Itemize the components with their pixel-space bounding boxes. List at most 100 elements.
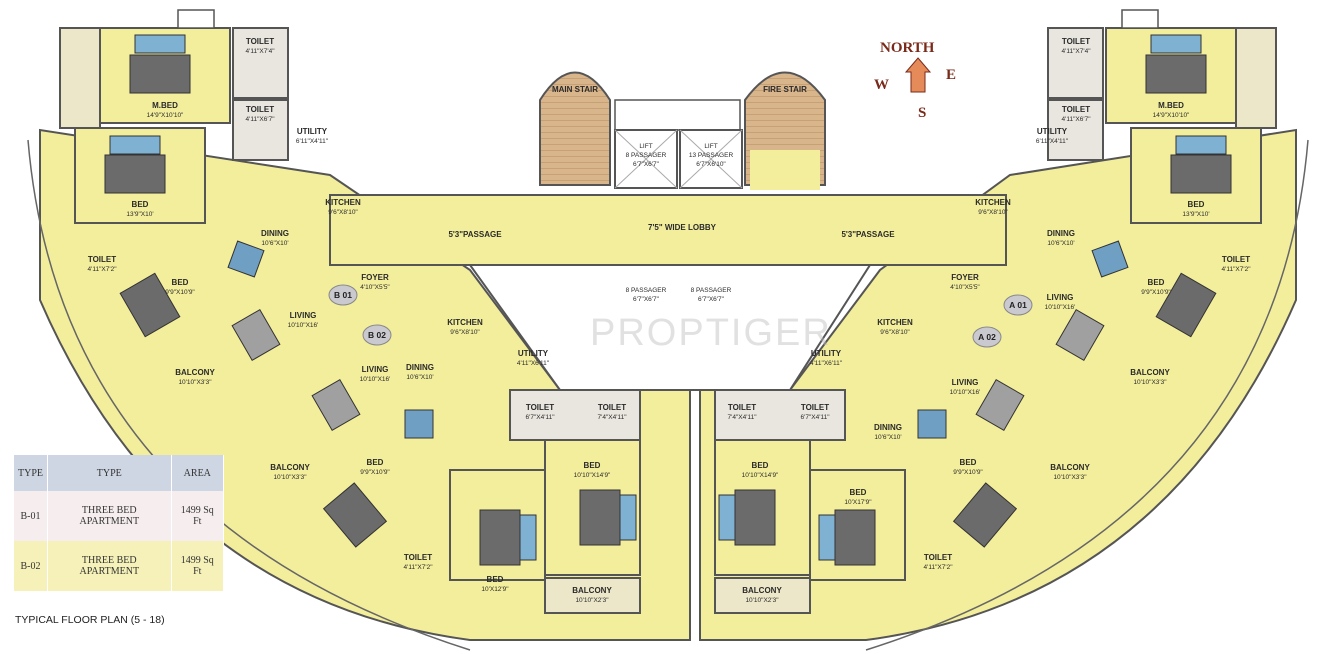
compass-south: S <box>918 105 926 121</box>
room-dim-balcony-a01: 10'10"X3'3" <box>1133 379 1167 386</box>
table-cell-type: THREE BED APARTMENT <box>47 541 172 591</box>
lift1-dim: 6'7"X6'7" <box>633 161 660 168</box>
table-cell-type: THREE BED APARTMENT <box>47 491 172 541</box>
room-name-balcony-a02b: BALCONY <box>742 586 782 595</box>
room-name-living-l: LIVING <box>290 311 317 320</box>
room-name-dining-r: DINING <box>1047 229 1075 238</box>
room-name-utility-a02: UTILITY <box>811 349 842 358</box>
room-dim-toilet-a01: 4'11"X7'2" <box>1221 266 1251 273</box>
lift4-dim: 6'7"X6'7" <box>698 296 725 303</box>
room-name-toilet-r2: TOILET <box>1062 105 1090 114</box>
room-name-foyer-l: FOYER <box>361 273 389 282</box>
unit-b01-label: B 01 <box>334 290 352 300</box>
room-name-toilet-b02c: TOILET <box>404 553 432 562</box>
room-name-utility-b02: UTILITY <box>518 349 549 358</box>
fire-stair-label: FIRE STAIR <box>763 85 807 94</box>
room-name-mbed-right: M.BED <box>1158 101 1184 110</box>
room-name-bed-a02b: BED <box>850 488 867 497</box>
unit-a02-label: A 02 <box>978 332 996 342</box>
room-name-toilet-l2: TOILET <box>246 105 274 114</box>
room-name-dining-a02: DINING <box>874 423 902 432</box>
room-name-balcony-a02: BALCONY <box>1050 463 1090 472</box>
room-name-toilet-a02a: TOILET <box>728 403 756 412</box>
room-dim-balcony-a02: 10'10"X3'3" <box>1053 474 1087 481</box>
room-name-bed-b02b: BED <box>487 575 504 584</box>
room-name-living-b02: LIVING <box>362 365 389 374</box>
room-name-bed-a02a: BED <box>752 461 769 470</box>
table-cell-code: B-01 <box>14 491 48 541</box>
passage-right-label: 5'3"PASSAGE <box>841 230 895 239</box>
table-header-type: TYPE <box>47 455 172 491</box>
compass-arrow-icon <box>904 57 932 93</box>
main-stair-label: MAIN STAIR <box>552 85 598 94</box>
room-dim-bed-a01: 9'9"X10'9" <box>1141 289 1171 296</box>
room-name-living-r: LIVING <box>1047 293 1074 302</box>
plan-caption: TYPICAL FLOOR PLAN (5 - 18) <box>15 614 165 626</box>
room-dim-dining-r: 10'6"X10' <box>1047 240 1074 247</box>
room-dim-bed-right: 13'9"X10' <box>1182 211 1209 218</box>
room-dim-utility-b02: 4'11"X6'11" <box>517 360 550 367</box>
room-name-kitchen-b02: KITCHEN <box>447 318 483 327</box>
room-name-living-a02: LIVING <box>952 378 979 387</box>
room-dim-living-r: 10'10"X16' <box>1045 304 1076 311</box>
table-row: B-01 THREE BED APARTMENT 1499 Sq Ft <box>14 491 225 541</box>
room-dim-toilet-l2: 4'11"X6'7" <box>245 116 275 123</box>
lift4-cap: 8 PASSAGER <box>691 287 732 294</box>
room-name-bed-a02c: BED <box>960 458 977 467</box>
room-dim-kitchen-l: 9'6"X8'10" <box>328 209 358 216</box>
lower-bedrooms <box>449 389 906 614</box>
table-cell-area: 1499 Sq Ft <box>171 491 225 541</box>
room-dim-bed-a02c: 9'9"X10'9" <box>953 469 983 476</box>
room-name-toilet-a02c: TOILET <box>924 553 952 562</box>
room-dim-toilet-l1: 4'11"X7'4" <box>245 48 275 55</box>
room-dim-foyer-r: 4'10"X5'5" <box>950 284 980 291</box>
room-dim-utility-l: 6'11"X4'11" <box>296 138 329 145</box>
room-name-toilet-a01: TOILET <box>1222 255 1250 264</box>
room-dim-utility-a02: 4'11"X6'11" <box>810 360 843 367</box>
right-top-wing <box>1047 9 1277 224</box>
table-header-type-code: TYPE <box>14 455 48 491</box>
room-dim-kitchen-r: 9'6"X8'10" <box>978 209 1008 216</box>
table-row: B-02 THREE BED APARTMENT 1499 Sq Ft <box>14 541 225 591</box>
table-cell-area: 1499 Sq Ft <box>171 541 225 591</box>
furniture <box>119 240 1217 548</box>
room-dim-toilet-b02c: 4'11"X7'2" <box>403 564 433 571</box>
room-dim-bed-b01: 9'9"X10'9" <box>165 289 195 296</box>
left-top-wing <box>59 9 289 224</box>
room-dim-bed-b02c: 9'9"X10'9" <box>360 469 390 476</box>
compass-west: W <box>874 77 889 93</box>
lift3-cap: 8 PASSAGER <box>626 287 667 294</box>
room-name-kitchen-r: KITCHEN <box>975 198 1011 207</box>
central-core <box>329 71 1007 391</box>
room-name-balcony-a01: BALCONY <box>1130 368 1170 377</box>
lift2-cap: 13 PASSAGER <box>689 152 734 159</box>
table-header-area: AREA <box>171 455 225 491</box>
unit-b02-label: B 02 <box>368 330 386 340</box>
room-name-kitchen-a02: KITCHEN <box>877 318 913 327</box>
room-dim-bed-a02a: 10'10"X14'9" <box>742 472 779 479</box>
table-header-row: TYPE TYPE AREA <box>14 455 225 491</box>
room-dim-dining-b02: 10'6"X10' <box>406 374 433 381</box>
core-labels: MAIN STAIR FIRE STAIR LIFT 8 PASSAGER 6'… <box>448 85 895 303</box>
room-dim-foyer-l: 4'10"X5'5" <box>360 284 390 291</box>
unit-a01-label: A 01 <box>1009 300 1027 310</box>
room-dim-toilet-b02b: 7'4"X4'11" <box>597 414 627 421</box>
lift3-dim: 6'7"X6'7" <box>633 296 660 303</box>
room-dim-balcony-b02b: 10'10"X2'3" <box>575 597 609 604</box>
room-name-toilet-r1: TOILET <box>1062 37 1090 46</box>
lift2-dim: 6'7"X6'10" <box>696 161 726 168</box>
room-labels: M.BED 14'9"X10'10" M.BED 14'9"X10'10" BE… <box>87 37 1251 604</box>
room-dim-mbed-right: 14'9"X10'10" <box>1153 112 1190 119</box>
room-dim-bed-left: 13'9"X10' <box>126 211 153 218</box>
room-name-toilet-b02a: TOILET <box>526 403 554 412</box>
room-name-bed-a01: BED <box>1148 278 1165 287</box>
lift2-name: LIFT <box>704 143 717 150</box>
lift1-cap: 8 PASSAGER <box>626 152 667 159</box>
room-name-balcony-b02b: BALCONY <box>572 586 612 595</box>
passage-left-label: 5'3"PASSAGE <box>448 230 502 239</box>
room-dim-living-a02: 10'10"X16' <box>950 389 981 396</box>
room-name-bed-b01: BED <box>172 278 189 287</box>
room-dim-utility-r: 6'11"X4'11" <box>1036 138 1069 145</box>
room-dim-living-l: 10'10"X16' <box>288 322 319 329</box>
